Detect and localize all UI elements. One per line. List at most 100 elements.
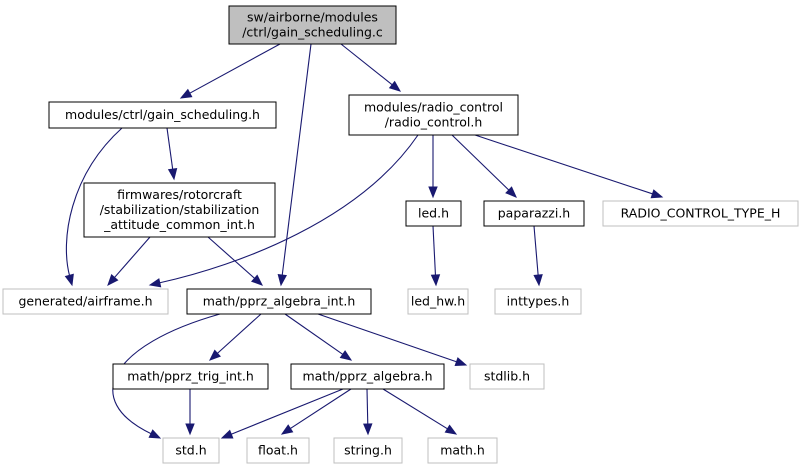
edge-gain_h-to-airframe [64,127,123,287]
edge-line [65,127,123,277]
node-label: RADIO_CONTROL_TYPE_H [621,206,781,221]
node-label: generated/airframe.h [18,294,152,309]
edge-line [451,134,510,192]
arrowhead-icon [280,424,294,435]
arrowhead-icon [167,167,178,181]
node-label: math/pprz_trig_int.h [127,369,254,384]
node-label: firmwares/rotorcraft [117,187,242,202]
arrowhead-icon [428,186,438,199]
node-airframe: generated/airframe.h [2,288,169,315]
edge-algebra-to-math [382,388,458,435]
edge-radio-to-paparazzi [451,134,517,198]
edge-line [188,43,281,95]
node-box [246,437,310,464]
edge-pprz_int-to-stdlib [317,313,468,367]
edge-line [533,225,539,277]
edge-radio-to-led [428,135,438,199]
edge-trig-to-std [185,389,195,436]
node-label: math/pprz_algebra_int.h [203,294,356,309]
node-label: float.h [258,443,298,458]
node-string: string.h [333,437,403,464]
edge-line [366,388,369,426]
nodes-layer: sw/airborne/modules/ctrl/gain_scheduling… [2,5,799,464]
node-gain_h[interactable]: modules/ctrl/gain_scheduling.h [48,101,277,129]
node-std: std.h [162,437,220,464]
node-label: /stabilization/stabilization [100,202,260,217]
node-algebra[interactable]: math/pprz_algebra.h [290,363,445,390]
edge-radio-to-rctype [474,134,664,199]
node-box [186,288,372,315]
node-box [48,101,277,129]
arrowhead-icon [251,274,264,286]
node-box [83,182,276,238]
node-label: string.h [344,443,392,458]
arrowhead-icon [650,189,664,199]
arrowhead-icon [179,88,193,99]
arrowhead-icon [533,274,543,287]
node-trig[interactable]: math/pprz_trig_int.h [112,363,269,390]
node-box [228,5,397,45]
node-root[interactable]: sw/airborne/modules/ctrl/gain_scheduling… [228,5,397,45]
edge-line [113,236,151,279]
node-stdlib: stdlib.h [469,363,545,390]
node-rctype: RADIO_CONTROL_TYPE_H [602,200,799,227]
node-led_hw: led_hw.h [407,288,469,315]
edge-line [432,225,437,277]
node-box [348,94,519,136]
node-label: modules/radio_control [364,100,503,115]
node-label: paparazzi.h [498,206,570,221]
edge-radio-to-airframe [148,134,419,288]
arrowhead-icon [209,349,221,361]
arrowhead-icon [363,423,373,436]
node-box [290,363,445,390]
node-label: /radio_control.h [385,115,483,130]
edge-root-to-pprz_int [277,43,312,287]
node-box [162,437,220,464]
edge-root-to-gain_h [179,43,281,99]
edge-gain_h-to-stab [166,127,178,181]
edge-line [284,313,344,356]
arrowhead-icon [107,273,119,287]
node-led[interactable]: led.h [405,200,462,227]
arrowhead-icon [220,429,234,439]
arrowhead-icon [339,350,353,361]
node-paparazzi[interactable]: paparazzi.h [483,200,585,227]
edge-line [158,134,419,284]
node-label: sw/airborne/modules [247,10,378,25]
arrowhead-icon [148,429,162,439]
edge-line [207,236,256,280]
arrowhead-icon [505,186,517,198]
edge-pprz_int-to-algebra [284,313,353,361]
node-label: math.h [440,443,485,458]
node-box [483,200,585,227]
node-pprz_int[interactable]: math/pprz_algebra_int.h [186,288,372,315]
arrowhead-icon [454,357,468,367]
edge-line [382,388,449,430]
node-box [333,437,403,464]
edge-line [289,388,352,430]
edge-algebra-to-string [363,388,373,436]
edges-layer [64,43,664,439]
node-stab[interactable]: firmwares/rotorcraft/stabilization/stabi… [83,182,276,238]
edge-line [166,127,174,171]
node-box [112,363,269,390]
edge-line [281,43,312,277]
node-label: /ctrl/gain_scheduling.c [242,25,383,40]
node-radio[interactable]: modules/radio_control/radio_control.h [348,94,519,136]
node-box [2,288,169,315]
node-box [602,200,799,227]
arrowhead-icon [277,273,287,287]
edge-line [474,134,654,195]
node-label: led.h [418,206,449,221]
node-box [405,200,462,227]
node-label: _attitude_common_int.h [103,217,255,232]
edge-root-to-radio [340,43,402,92]
node-box [407,288,469,315]
node-math: math.h [427,437,498,464]
node-label: math/pprz_algebra.h [302,369,432,384]
edge-line [317,313,458,363]
node-box [494,288,582,315]
arrowhead-icon [444,424,458,435]
node-label: modules/ctrl/gain_scheduling.h [65,107,260,122]
